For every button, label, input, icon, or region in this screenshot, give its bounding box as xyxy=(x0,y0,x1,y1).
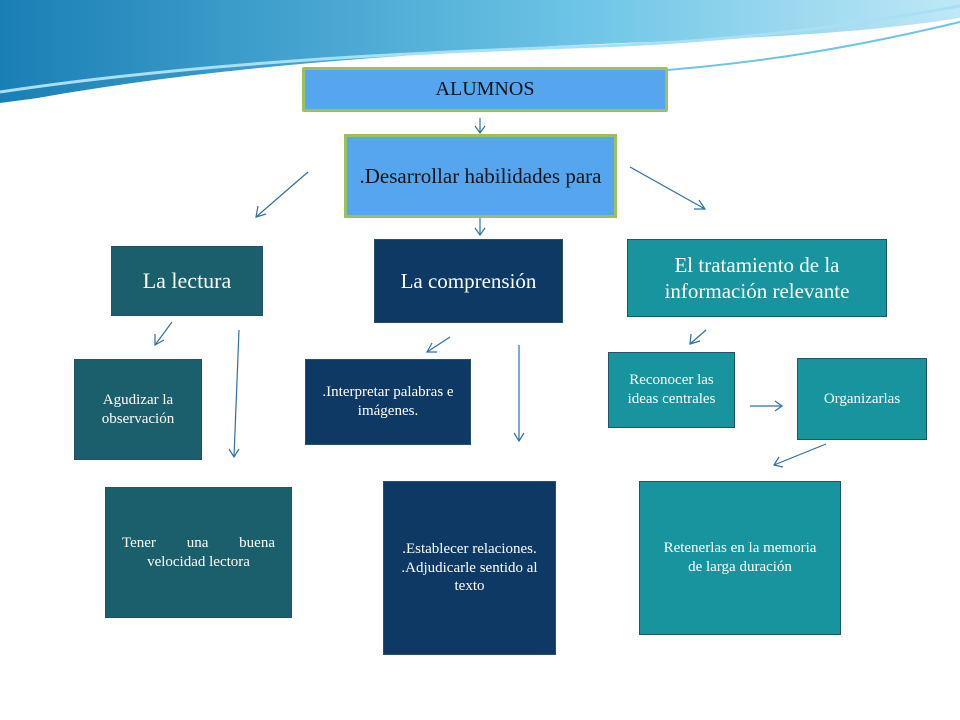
leaf-node-establecer: .Establecer relaciones. .Adjudicarle sen… xyxy=(383,481,556,655)
leaf-establecer-label: .Establecer relaciones. .Adjudicarle sen… xyxy=(401,540,538,595)
root-node-label: ALUMNOS xyxy=(435,78,535,100)
arrow-lectura-tener xyxy=(233,329,240,458)
branch-comprension-label: La comprensión xyxy=(400,268,537,293)
arrow-purpose-tratamiento xyxy=(629,166,706,210)
leaf-node-tener-velocidad: Tener una buena velocidad lectora xyxy=(105,487,292,618)
arrow-lectura-agudizar xyxy=(154,321,173,346)
root-node-alumnos: ALUMNOS xyxy=(302,67,668,112)
arrow-comprension-interpretar xyxy=(426,336,451,353)
branch-lectura-label: La lectura xyxy=(142,268,232,294)
leaf-node-reconocer: Reconocer las ideas centrales xyxy=(608,352,735,428)
branch-node-lectura: La lectura xyxy=(111,246,263,316)
arrow-tratamiento-reconocer xyxy=(689,329,707,345)
arrow-organizarlas-retenerlas xyxy=(773,443,827,466)
leaf-retenerlas-label: Retenerlas en la memoria de larga duraci… xyxy=(663,540,817,575)
leaf-reconocer-label: Reconocer las ideas centrales xyxy=(627,372,716,407)
purpose-node-label: .Desarrollar habilidades para xyxy=(359,163,602,188)
leaf-interpretar-label: .Interpretar palabras e imágenes. xyxy=(322,384,454,419)
purpose-node: .Desarrollar habilidades para xyxy=(344,134,617,218)
leaf-organizarlas-label: Organizarlas xyxy=(823,390,901,407)
leaf-node-interpretar: .Interpretar palabras e imágenes. xyxy=(305,359,471,445)
leaf-tener-label: Tener una buena velocidad lectora xyxy=(122,534,275,570)
leaf-node-organizarlas: Organizarlas xyxy=(797,358,927,440)
arrow-purpose-lectura xyxy=(255,171,309,218)
branch-node-comprension: La comprensión xyxy=(374,239,563,323)
leaf-node-agudizar: Agudizar la observación xyxy=(74,359,202,460)
leaf-node-retenerlas: Retenerlas en la memoria de larga duraci… xyxy=(639,481,841,635)
branch-tratamiento-label: El tratamiento de la información relevan… xyxy=(664,252,850,303)
leaf-agudizar-label: Agudizar la observación xyxy=(101,391,175,427)
branch-node-tratamiento: El tratamiento de la información relevan… xyxy=(627,239,887,317)
